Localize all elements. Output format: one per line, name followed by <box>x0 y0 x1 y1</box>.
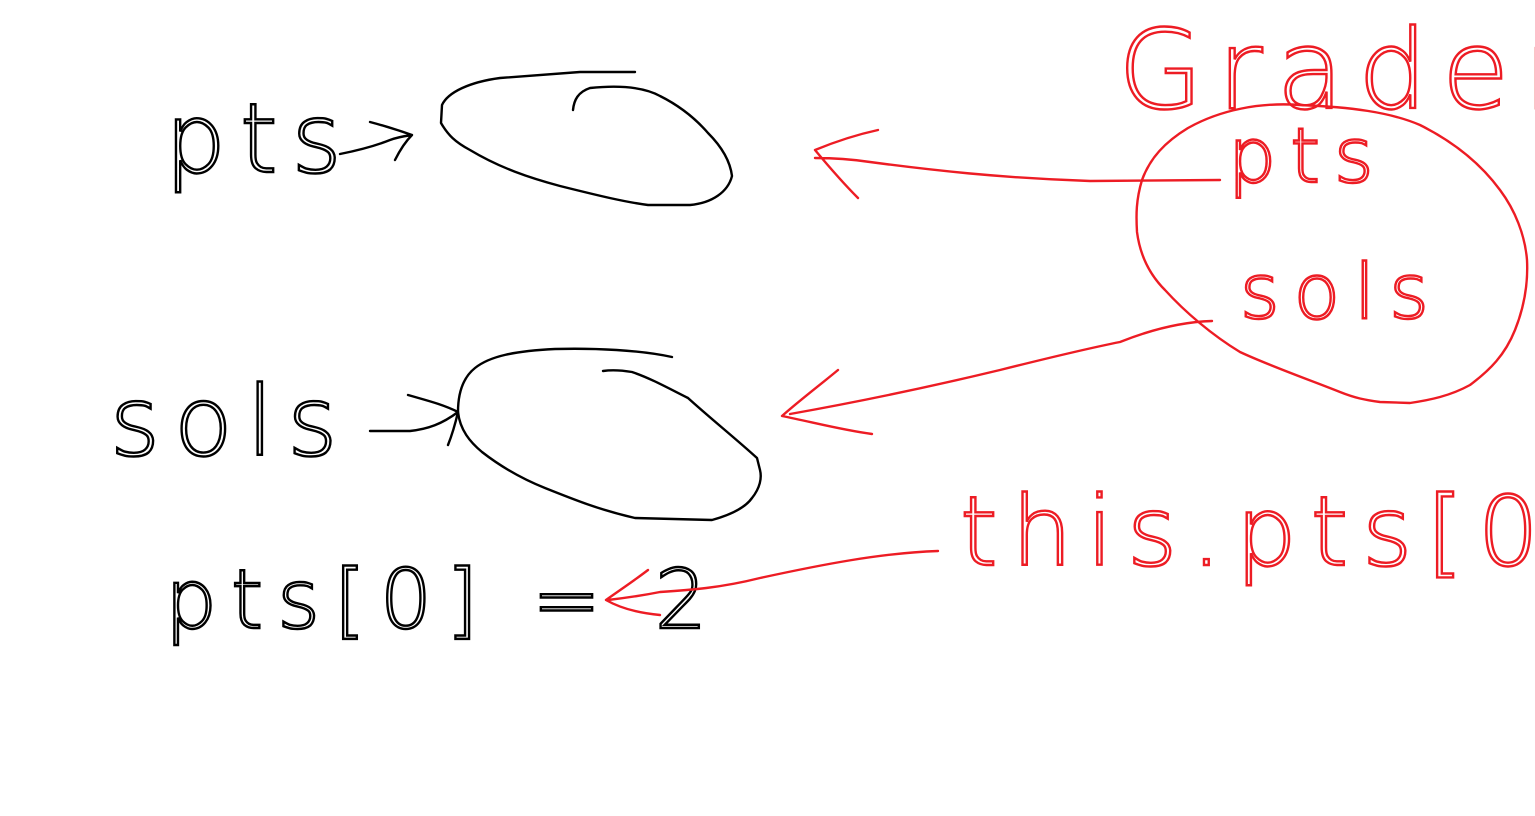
grader-field-sols: sols <box>1240 247 1443 336</box>
sols-arrow <box>368 393 460 447</box>
pts-arrow <box>338 120 414 162</box>
pts-index-assignment: pts[0] = 2 <box>165 553 721 648</box>
sols-label: sols <box>110 366 351 478</box>
pts-label: pts <box>165 83 356 195</box>
this-pts-index-expression: this.pts[0] <box>960 476 1535 588</box>
sols-array-ellipse <box>456 347 762 522</box>
grader-sols-reference-arrow <box>780 319 1214 436</box>
grader-title: Grader <box>1118 6 1535 134</box>
grader-pts-reference-arrow <box>813 128 1222 200</box>
grader-field-pts: pts <box>1228 111 1388 200</box>
this-pts-reference-arrow <box>604 549 940 617</box>
pts-array-ellipse <box>439 70 734 207</box>
